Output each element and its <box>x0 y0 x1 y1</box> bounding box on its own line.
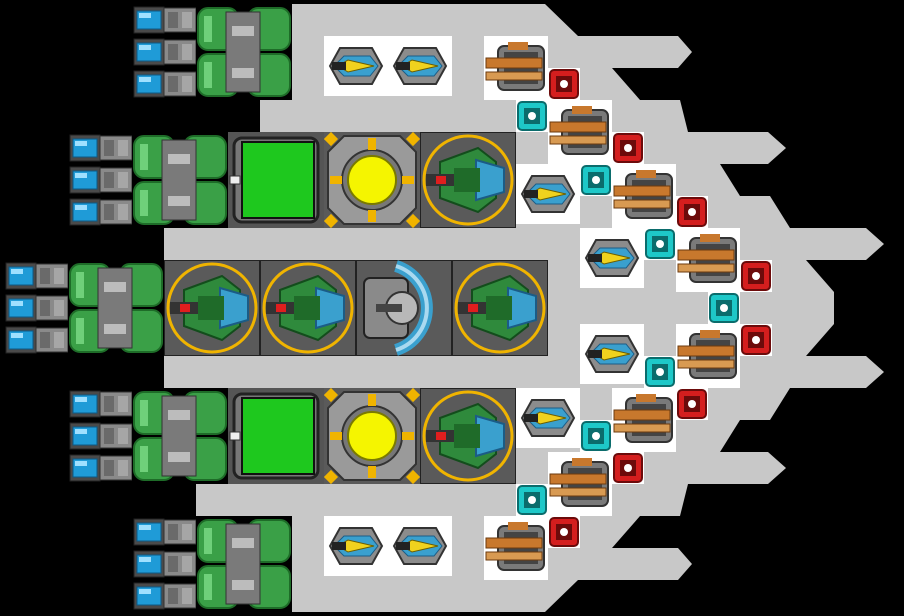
armor-block[interactable] <box>132 132 228 228</box>
cannon-weapon-block[interactable] <box>676 324 740 388</box>
thruster-block-engine[interactable] <box>68 388 134 484</box>
laser-weapon-block[interactable] <box>388 516 452 576</box>
cyan-power-module[interactable] <box>580 420 612 452</box>
armor-block[interactable] <box>68 260 164 356</box>
missile-launcher-block[interactable] <box>164 260 260 356</box>
cannon-weapon-block[interactable] <box>612 164 676 228</box>
cyan-power-module[interactable] <box>644 356 676 388</box>
thruster-block-engine[interactable] <box>4 260 70 356</box>
reactor-block[interactable] <box>324 132 420 228</box>
armor-block[interactable] <box>132 388 228 484</box>
red-power-module[interactable] <box>740 324 772 356</box>
laser-weapon-block[interactable] <box>580 324 644 384</box>
red-power-module[interactable] <box>676 196 708 228</box>
missile-launcher-block[interactable] <box>420 388 516 484</box>
cyan-power-module[interactable] <box>516 484 548 516</box>
armor-block[interactable] <box>196 516 292 612</box>
cannon-weapon-block[interactable] <box>548 100 612 164</box>
missile-launcher-block[interactable] <box>452 260 548 356</box>
thruster-block-engine[interactable] <box>68 132 134 228</box>
thruster-block-engine[interactable] <box>132 4 198 100</box>
red-power-module[interactable] <box>612 452 644 484</box>
cyan-power-module[interactable] <box>580 164 612 196</box>
cockpit-block[interactable] <box>228 132 324 228</box>
missile-launcher-block[interactable] <box>420 132 516 228</box>
cannon-weapon-block[interactable] <box>612 388 676 452</box>
thruster-block-engine[interactable] <box>132 516 198 612</box>
reactor-block[interactable] <box>324 388 420 484</box>
shield-generator-block[interactable] <box>356 260 452 356</box>
red-power-module[interactable] <box>548 516 580 548</box>
missile-launcher-block[interactable] <box>260 260 356 356</box>
red-power-module[interactable] <box>740 260 772 292</box>
red-power-module[interactable] <box>676 388 708 420</box>
cyan-power-module[interactable] <box>708 292 740 324</box>
cannon-weapon-block[interactable] <box>548 452 612 516</box>
laser-weapon-block[interactable] <box>516 388 580 448</box>
laser-weapon-block[interactable] <box>324 36 388 96</box>
cannon-weapon-block[interactable] <box>484 516 548 580</box>
laser-weapon-block[interactable] <box>580 228 644 288</box>
cyan-power-module[interactable] <box>516 100 548 132</box>
armor-block[interactable] <box>196 4 292 100</box>
cyan-power-module[interactable] <box>644 228 676 260</box>
laser-weapon-block[interactable] <box>388 36 452 96</box>
laser-weapon-block[interactable] <box>516 164 580 224</box>
red-power-module[interactable] <box>612 132 644 164</box>
red-power-module[interactable] <box>548 68 580 100</box>
cannon-weapon-block[interactable] <box>484 36 548 100</box>
laser-weapon-block[interactable] <box>324 516 388 576</box>
cannon-weapon-block[interactable] <box>676 228 740 292</box>
cockpit-block[interactable] <box>228 388 324 484</box>
